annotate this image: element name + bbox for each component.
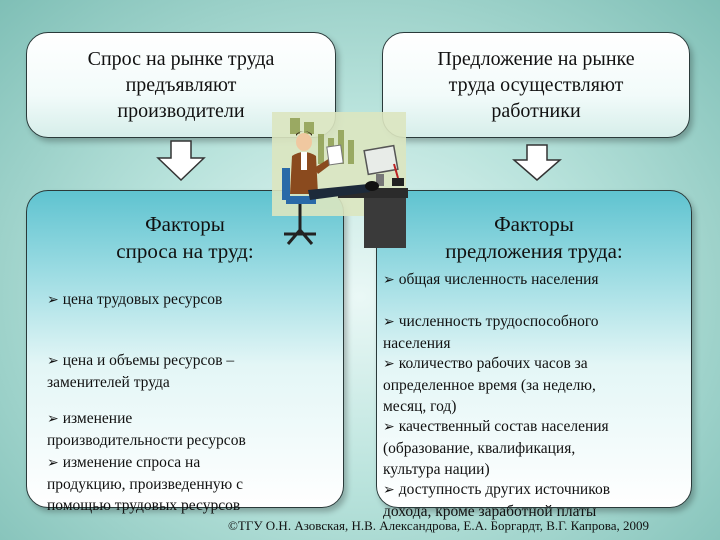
- supply-factor-item: ➢качественный состав населения (образова…: [383, 418, 609, 478]
- arrow-bullet-icon: ➢: [47, 411, 59, 427]
- supply-factor-item: ➢численность трудоспособного населения: [383, 313, 599, 352]
- arrow-bullet-icon: ➢: [383, 272, 395, 288]
- supply-factors-box: Факторы предложения труда: ➢общая числен…: [376, 190, 692, 520]
- arrow-bullet-icon: ➢: [383, 482, 395, 498]
- supply-factor-item: ➢общая численность населения: [383, 271, 599, 288]
- demand-factors-box: Факторы спроса на труд: ➢цена трудовых р…: [26, 190, 344, 514]
- arrow-bullet-icon: ➢: [383, 314, 395, 330]
- arrow-bullet-icon: ➢: [47, 292, 59, 308]
- demand-down-arrow-icon: [156, 140, 206, 182]
- demand-factor-item: ➢изменение производительности ресурсов: [47, 410, 246, 449]
- arrow-bullet-icon: ➢: [383, 419, 395, 435]
- arrow-bullet-icon: ➢: [383, 356, 395, 372]
- copyright-footer: ©ТГУ О.Н. Азовская, Н.В. Александрова, Е…: [228, 518, 649, 533]
- demand-header-box: Спрос на рынке труда предъявляют произво…: [26, 32, 336, 138]
- supply-header-text: Предложение на рынке труда осуществляют …: [437, 48, 635, 122]
- supply-factors-title: Факторы предложения труда:: [445, 212, 623, 263]
- supply-factor-item: ➢количество рабочих часов за определенно…: [383, 355, 596, 415]
- arrow-bullet-icon: ➢: [47, 353, 59, 369]
- demand-factors-title: Факторы спроса на труд:: [116, 212, 254, 263]
- demand-factor-item: ➢цена и объемы ресурсов – заменителей тр…: [47, 352, 235, 391]
- demand-header-text: Спрос на рынке труда предъявляют произво…: [87, 48, 275, 122]
- office-worker-illustration: [272, 112, 408, 248]
- demand-factor-item: ➢изменение спроса на продукцию, произвед…: [47, 454, 243, 514]
- demand-factor-item: ➢цена трудовых ресурсов: [47, 291, 223, 308]
- supply-header-box: Предложение на рынке труда осуществляют …: [382, 32, 690, 138]
- arrow-bullet-icon: ➢: [47, 455, 59, 471]
- supply-down-arrow-icon: [512, 144, 562, 181]
- supply-factor-item: ➢доступность других источников дохода, к…: [383, 481, 611, 520]
